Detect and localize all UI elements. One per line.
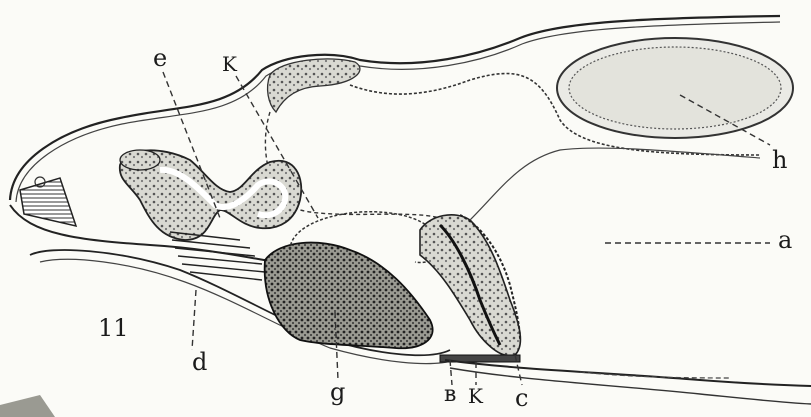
organ-right-complex bbox=[420, 215, 520, 356]
ventral-right-2 bbox=[450, 368, 811, 404]
label-a: a bbox=[778, 228, 792, 252]
label-k-bottom: K bbox=[468, 386, 483, 406]
leader-d bbox=[192, 290, 196, 350]
label-h: h bbox=[772, 148, 787, 172]
upper-lobe bbox=[268, 59, 360, 112]
head-tip bbox=[20, 178, 76, 226]
figure-number: 11 bbox=[98, 316, 129, 340]
label-e: e bbox=[153, 46, 167, 70]
small-blob bbox=[120, 150, 160, 170]
label-d: d bbox=[192, 350, 207, 374]
ventral-right-1 bbox=[445, 360, 811, 386]
right-membrane bbox=[470, 148, 760, 220]
vesicle-h-inner bbox=[569, 47, 781, 129]
label-c: c bbox=[515, 386, 528, 410]
label-k-top: K bbox=[222, 54, 237, 74]
label-v: в bbox=[444, 384, 456, 406]
corner-mark bbox=[0, 395, 55, 417]
organ-g bbox=[265, 243, 433, 349]
label-g: g bbox=[330, 380, 345, 404]
